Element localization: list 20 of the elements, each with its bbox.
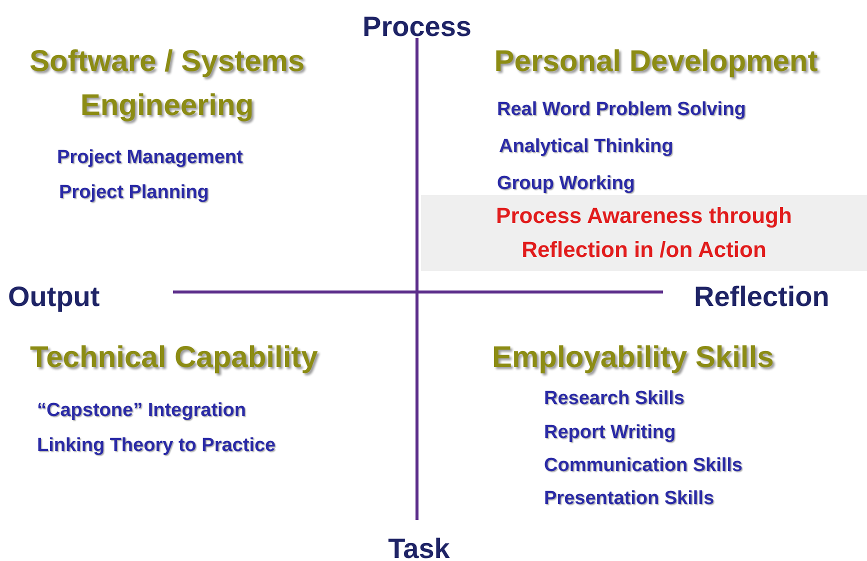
skill-label: Research Skills (544, 387, 684, 411)
skill-label: Communication Skills (544, 454, 742, 478)
axis-label: Output (8, 280, 100, 314)
axis-label: Reflection (694, 280, 830, 314)
skill-label: Group Working (497, 172, 635, 196)
highlight-text: Process Awareness through Reflection in /on Action (495, 202, 793, 264)
skill-label: Report Writing (544, 421, 676, 445)
skill-label: Analytical Thinking (499, 135, 674, 159)
skill-label: Linking Theory to Practice (37, 434, 276, 458)
skill-label: “Capstone” Integration (37, 399, 246, 423)
skill-label: Real Word Problem Solving (497, 98, 746, 122)
skill-label: Project Management (57, 146, 243, 170)
skill-label: Project Planning (59, 181, 209, 205)
quadrant-heading: Software / Systems Engineering (28, 44, 306, 124)
quadrant-heading: Technical Capability (30, 340, 318, 376)
skill-label: Presentation Skills (544, 487, 714, 511)
axis-label: Task (388, 532, 450, 561)
axis-label: Process (362, 10, 472, 44)
quadrant-heading: Personal Development (493, 44, 819, 80)
quadrant-heading: Employability Skills (492, 340, 774, 376)
